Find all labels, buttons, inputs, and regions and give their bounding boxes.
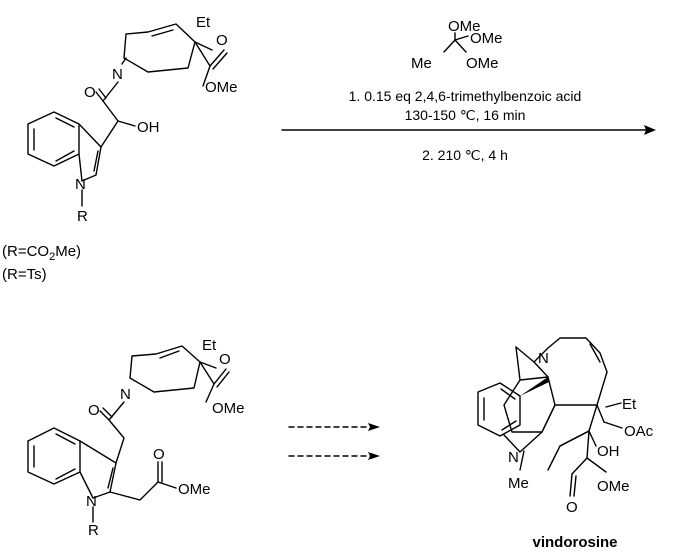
starting-material: Et O OMe N O OH N R (R=CO2Me) (R=Ts) bbox=[2, 14, 238, 283]
ring-nitrogen-label: N bbox=[112, 66, 123, 83]
product-hydroxyl-label: OH bbox=[597, 443, 620, 460]
intermediate-pyridine-ring bbox=[129, 345, 230, 403]
product-methoxy-label: OMe bbox=[597, 478, 630, 495]
n-methyl-bond bbox=[519, 450, 525, 471]
reagent-methyl: Me bbox=[411, 55, 432, 72]
reagent-orthoacetate: OMe OMe Me OMe bbox=[411, 18, 503, 72]
indole-core bbox=[27, 111, 102, 207]
reaction-arrow bbox=[281, 125, 656, 135]
condition-step-1: 1. 0.15 eq 2,4,6-trimethylbenzoic acid bbox=[349, 88, 582, 104]
product-acetoxy-label: OAc bbox=[624, 423, 654, 440]
intermediate-ethyl-label: Et bbox=[202, 337, 217, 354]
intermediate-indole-nitrogen-label: N bbox=[86, 493, 97, 510]
reagent-methoxy-top: OMe bbox=[448, 18, 481, 35]
product-name: vindorosine bbox=[532, 534, 617, 551]
condition-temperature-time: 130-150 ℃, 16 min bbox=[405, 107, 526, 123]
r-option-tosyl: (R=Ts) bbox=[2, 266, 47, 283]
intermediate-side-oxygen-label: O bbox=[153, 446, 165, 463]
product-ethyl-label: Et bbox=[622, 396, 637, 413]
intermediate: Et O OMe N O O OMe N R bbox=[27, 337, 245, 539]
product-vindorosine bbox=[477, 337, 623, 497]
intermediate-r-group-label: R bbox=[88, 522, 99, 539]
r-group-label: R bbox=[77, 208, 88, 225]
product-benzene-ring bbox=[477, 382, 521, 437]
product-indoline-nitrogen-label: N bbox=[508, 449, 519, 466]
intermediate-methoxy-label: OMe bbox=[212, 400, 245, 417]
intermediate-amide-linker bbox=[99, 401, 125, 464]
tetrahydropyridine-ring bbox=[121, 23, 228, 87]
acetoxy-bond bbox=[603, 421, 623, 429]
dashed-arrow-upper bbox=[288, 423, 380, 431]
methoxy-label: OMe bbox=[205, 79, 238, 96]
indole-nitrogen-label: N bbox=[75, 176, 86, 193]
amide-oxygen-label: O bbox=[84, 84, 96, 101]
product-nitrogen-label: N bbox=[538, 350, 549, 367]
intermediate-amide-oxygen-label: O bbox=[88, 402, 100, 419]
dashed-arrow-lower bbox=[288, 452, 380, 460]
condition-step-2: 2. 210 ℃, 4 h bbox=[422, 147, 508, 163]
reagent-methoxy-lower: OMe bbox=[466, 55, 499, 72]
product-n-methyl-label: Me bbox=[508, 475, 529, 492]
intermediate-side-methoxy-label: OMe bbox=[178, 481, 211, 498]
wedge-bond bbox=[520, 377, 549, 396]
ethyl-bond bbox=[605, 402, 622, 408]
intermediate-ring-nitrogen-label: N bbox=[120, 386, 131, 403]
intermediate-indole-core bbox=[27, 427, 177, 523]
hydroxyl-label: OH bbox=[137, 119, 160, 136]
reagent-methoxy-upper: OMe bbox=[470, 30, 503, 47]
product-ester-oxygen-label: O bbox=[566, 499, 578, 516]
intermediate-ester-oxygen-label: O bbox=[219, 351, 231, 368]
product-skeleton bbox=[503, 337, 608, 497]
r-option-methoxycarbonyl: (R=CO2Me) bbox=[2, 243, 81, 263]
ethyl-label: Et bbox=[196, 14, 211, 31]
amide-linker bbox=[95, 81, 136, 148]
ester-oxygen-label: O bbox=[216, 32, 228, 49]
